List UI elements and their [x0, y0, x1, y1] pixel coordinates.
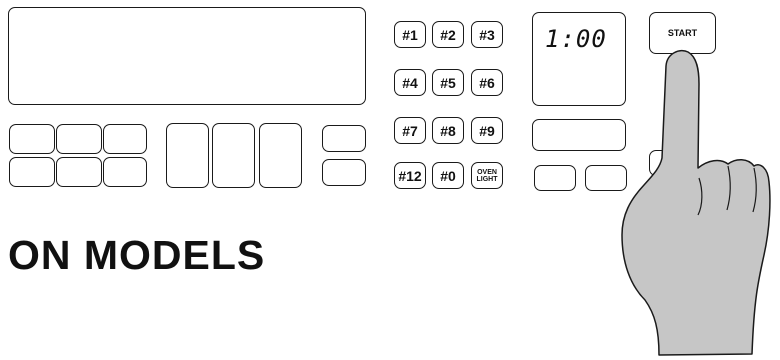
pointing-finger-icon	[0, 0, 780, 360]
